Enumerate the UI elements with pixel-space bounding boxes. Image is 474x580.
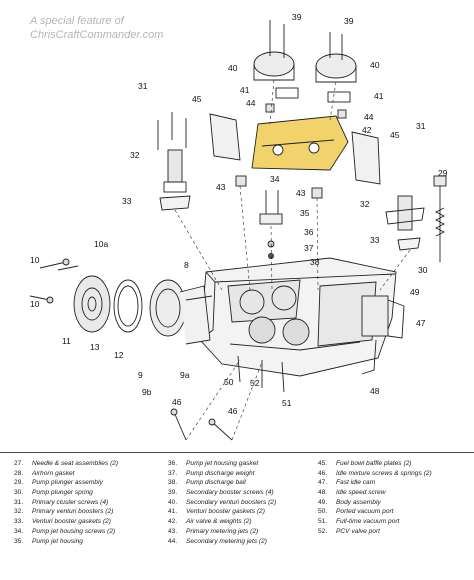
legend-item: 41.Venturi booster gaskets (2) xyxy=(168,508,265,516)
legend-item: 43.Primary metering jets (2) xyxy=(168,527,259,535)
assembly-guide-lines xyxy=(174,79,411,441)
legend-item: 32.Primary venturi boosters (2) xyxy=(14,508,114,516)
callout-10-bottom: 10 xyxy=(30,299,40,309)
callout-37: 37 xyxy=(304,243,314,253)
callout-32b: 32 xyxy=(360,199,370,209)
legend-item: 28.Airhorn gasket xyxy=(14,469,75,477)
legend-item: 46.Idle mixture screws & springs (2) xyxy=(318,469,432,477)
callout-33b: 33 xyxy=(370,235,380,245)
legend-item: 34.Pump jet housing screws (2) xyxy=(14,527,116,535)
callout-44a: 44 xyxy=(246,98,256,108)
callout-39b: 39 xyxy=(344,16,354,26)
legend-item: 51.Full-time vacuum port xyxy=(318,518,400,526)
legend-item: 39.Secondary booster screws (4) xyxy=(168,489,274,497)
primary-venturi-booster-right xyxy=(385,195,425,251)
choke-housing xyxy=(73,275,213,345)
legend-item: 36.Pump jet housing gasket xyxy=(168,460,259,467)
callout-40a: 40 xyxy=(228,63,238,73)
callout-43a: 43 xyxy=(216,182,226,192)
callout-43b: 43 xyxy=(296,188,306,198)
callout-46b: 46 xyxy=(228,406,238,416)
callout-46a: 46 xyxy=(172,397,182,407)
legend-item: 48.Idle speed screw xyxy=(318,489,386,497)
callout-51: 51 xyxy=(282,398,292,408)
callout-44b: 44 xyxy=(364,112,374,122)
watermark-line-2: ChrisCraftCommander.com xyxy=(30,29,164,41)
callout-8: 8 xyxy=(184,260,189,270)
callout-45a: 45 xyxy=(192,94,202,104)
watermark: A special feature of ChrisCraftCommander… xyxy=(30,14,163,42)
legend-item: 42.Air valve & weights (2) xyxy=(168,518,252,526)
callout-labels: 39 39 40 40 41 41 44 44 31 31 45 45 42 3… xyxy=(30,12,448,416)
callout-35: 35 xyxy=(300,208,310,218)
callout-29: 29 xyxy=(438,168,448,178)
callout-41a: 41 xyxy=(240,85,250,95)
legend-column-2: 36.Pump jet housing gasket 37.Pump disch… xyxy=(168,459,276,546)
callout-10a: 10a xyxy=(94,239,108,249)
pump-jet-housing xyxy=(259,190,283,259)
fuel-bowl-baffle-plates xyxy=(209,113,381,185)
body-assembly xyxy=(199,257,405,393)
callout-49: 49 xyxy=(410,287,420,297)
callout-48: 48 xyxy=(370,386,380,396)
callout-31a: 31 xyxy=(138,81,148,91)
callout-34: 34 xyxy=(270,174,280,184)
callout-30: 30 xyxy=(418,265,428,275)
callout-9b: 9b xyxy=(142,387,152,397)
callout-41b: 41 xyxy=(374,91,384,101)
legend-column-3: 45.Fuel bowl baffle plates (2) 46.Idle m… xyxy=(318,459,432,537)
legend-item: 40.Secondary venturi boosters (2) xyxy=(168,498,277,506)
legend-item: 33.Venturi booster gaskets (2) xyxy=(14,518,111,526)
legend-item: 50.Ported vacuum port xyxy=(318,508,394,516)
callout-32a: 32 xyxy=(130,150,140,160)
legend-item: 38.Pump discharge ball xyxy=(168,479,246,487)
choke-screws xyxy=(29,258,79,304)
callout-12: 12 xyxy=(114,350,124,360)
callout-36: 36 xyxy=(304,227,314,237)
callout-42: 42 xyxy=(362,125,372,135)
callout-39a: 39 xyxy=(292,12,302,22)
air-valve-weights xyxy=(251,115,349,171)
legend-item: 44.Secondary metering jets (2) xyxy=(168,537,267,545)
callout-9a: 9a xyxy=(180,370,190,380)
callout-13: 13 xyxy=(90,342,100,352)
callout-9: 9 xyxy=(138,370,143,380)
legend-item: 52.PCV valve port xyxy=(318,527,380,535)
callout-38: 38 xyxy=(310,257,320,267)
callout-45b: 45 xyxy=(390,130,400,140)
legend-item: 37.Pump discharge weight xyxy=(168,469,255,477)
venturi-booster-gaskets xyxy=(275,87,351,103)
primary-venturi-booster-left xyxy=(157,112,191,211)
legend-item: 35.Pump jet housing xyxy=(14,537,83,545)
callout-33a: 33 xyxy=(122,196,132,206)
pump-plunger-assembly xyxy=(433,175,447,262)
legend-item: 29.Pump plunger assembly xyxy=(14,479,103,487)
callout-11: 11 xyxy=(62,336,71,346)
callout-47: 47 xyxy=(416,318,426,328)
legend-item: 49.Body assembly xyxy=(318,498,381,506)
carburetor-exploded-diagram: 39 39 40 40 41 41 44 44 31 31 45 45 42 3… xyxy=(29,12,448,441)
metering-jets xyxy=(235,103,347,199)
idle-mixture-screws xyxy=(170,408,233,441)
secondary-venturi-boosters xyxy=(253,20,357,83)
legend-item: 47.Fast idle cam xyxy=(318,479,376,487)
legend-item: 31.Primary cluster screws (4) xyxy=(14,498,109,506)
callout-50: 50 xyxy=(224,377,234,387)
legend-item: 30.Pump plunger spring xyxy=(14,489,93,497)
callout-40b: 40 xyxy=(370,60,380,70)
legend-item: 45.Fuel bowl baffle plates (2) xyxy=(318,460,412,467)
callout-31b: 31 xyxy=(416,121,426,131)
legend-column-1: 27.Needle & seat assemblies (2) 28.Airho… xyxy=(14,459,118,546)
callout-52: 52 xyxy=(250,378,260,388)
callout-10-top: 10 xyxy=(30,255,40,265)
parts-legend: 27.Needle & seat assemblies (2) 28.Airho… xyxy=(0,452,474,580)
legend-item: 27.Needle & seat assemblies (2) xyxy=(14,460,119,467)
watermark-line-1: A special feature of xyxy=(30,15,124,27)
